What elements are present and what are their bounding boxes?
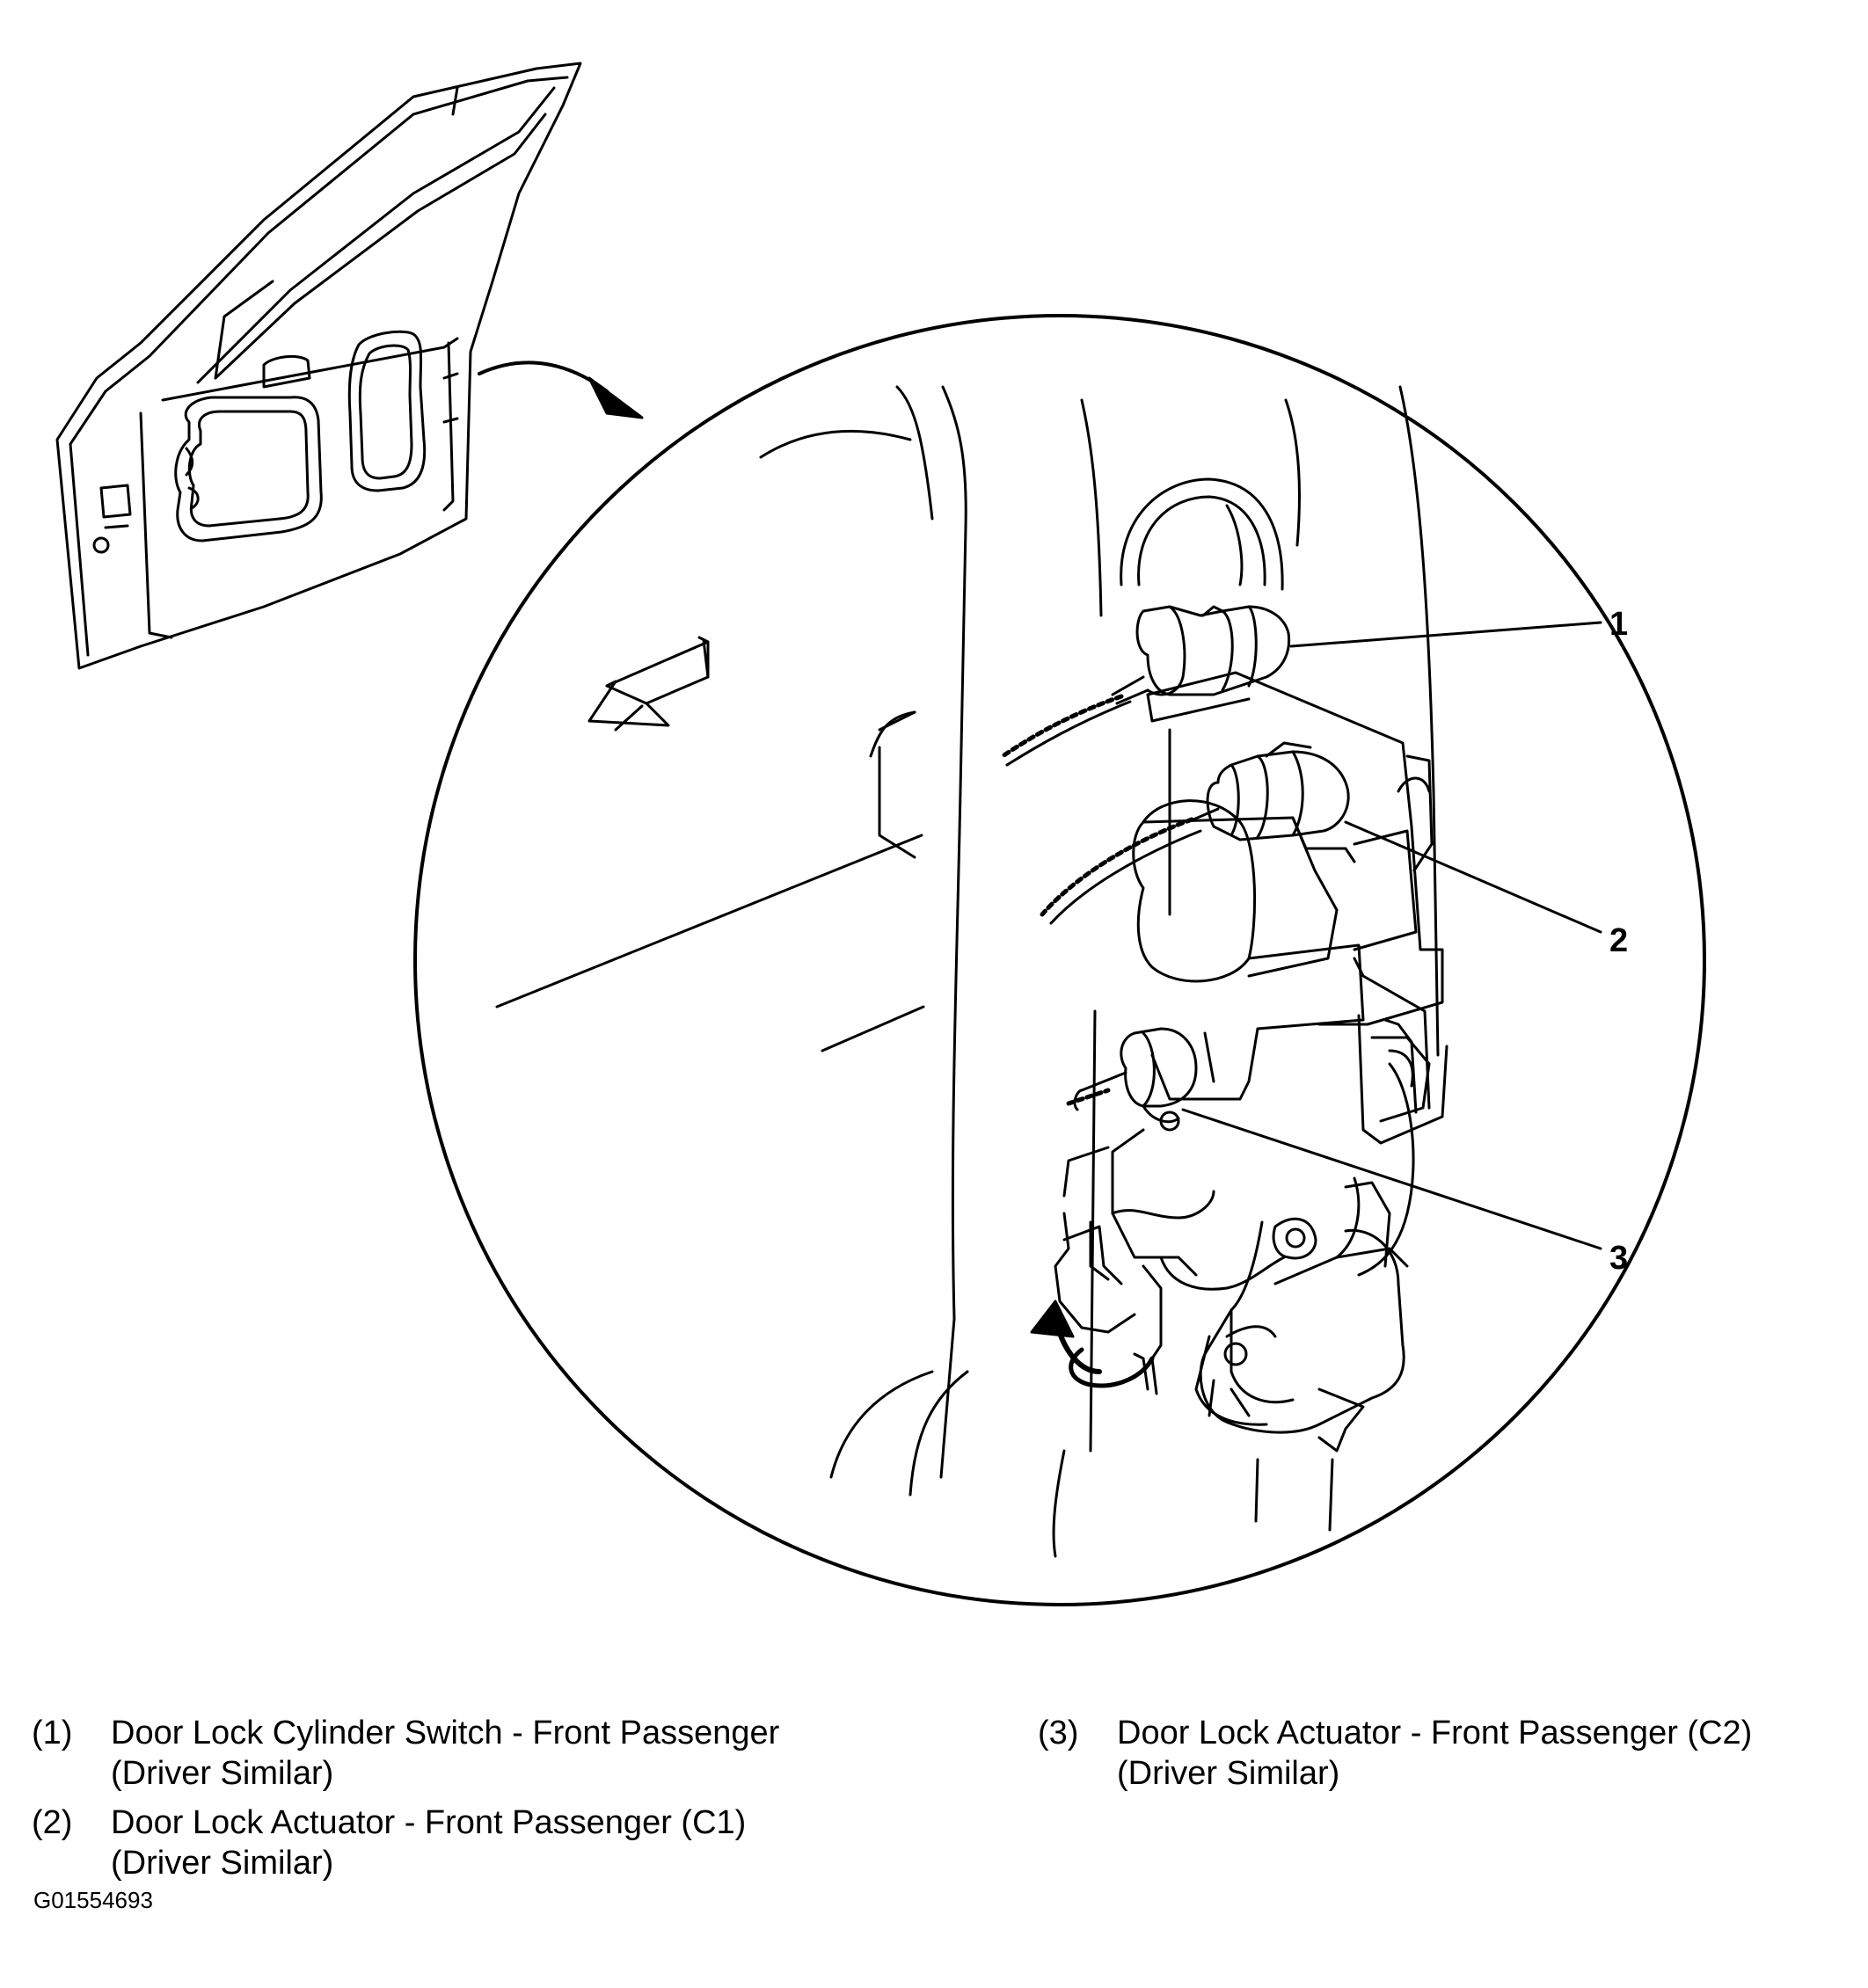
legend-text-1b: (Driver Similar) bbox=[111, 1755, 334, 1792]
leader-line-1 bbox=[1289, 621, 1602, 648]
forward-arrow bbox=[587, 640, 710, 727]
pointer-arrow bbox=[478, 360, 644, 419]
door-lock-diagram: 1 2 3 bbox=[55, 62, 1706, 1606]
legend-text-1a: Door Lock Cylinder Switch - Front Passen… bbox=[111, 1715, 780, 1751]
leader-line-3 bbox=[1181, 1108, 1602, 1250]
callout-1: 1 bbox=[1609, 606, 1628, 643]
figure-id: G01554693 bbox=[33, 1887, 153, 1913]
legend-text-3b: (Driver Similar) bbox=[1117, 1755, 1340, 1792]
legend-text-2a: Door Lock Actuator - Front Passenger (C1… bbox=[111, 1804, 747, 1841]
callout-3: 3 bbox=[1609, 1240, 1628, 1277]
leader-line-2 bbox=[1344, 820, 1602, 934]
legend-text-3a: Door Lock Actuator - Front Passenger (C2… bbox=[1117, 1715, 1753, 1751]
legend-item-3: (3) Door Lock Actuator - Front Passenger… bbox=[1038, 1713, 1752, 1794]
connector-1 bbox=[1000, 605, 1291, 767]
callout-2: 2 bbox=[1609, 922, 1628, 959]
rotation-arrow bbox=[1030, 1300, 1155, 1388]
legend-text-2b: (Driver Similar) bbox=[111, 1845, 334, 1882]
legend-num-3: (3) bbox=[1038, 1715, 1079, 1751]
connector-2 bbox=[1040, 741, 1350, 925]
connector-3 bbox=[1066, 1027, 1198, 1132]
legend-num-1: (1) bbox=[32, 1715, 73, 1751]
legend-item-2: (2) Door Lock Actuator - Front Passenger… bbox=[32, 1802, 746, 1883]
legend-item-1: (1) Door Lock Cylinder Switch - Front Pa… bbox=[32, 1713, 779, 1794]
detail-circle bbox=[413, 314, 1706, 1606]
door-overview bbox=[55, 62, 582, 670]
legend-num-2: (2) bbox=[32, 1804, 73, 1841]
detail-view bbox=[495, 385, 1448, 1558]
